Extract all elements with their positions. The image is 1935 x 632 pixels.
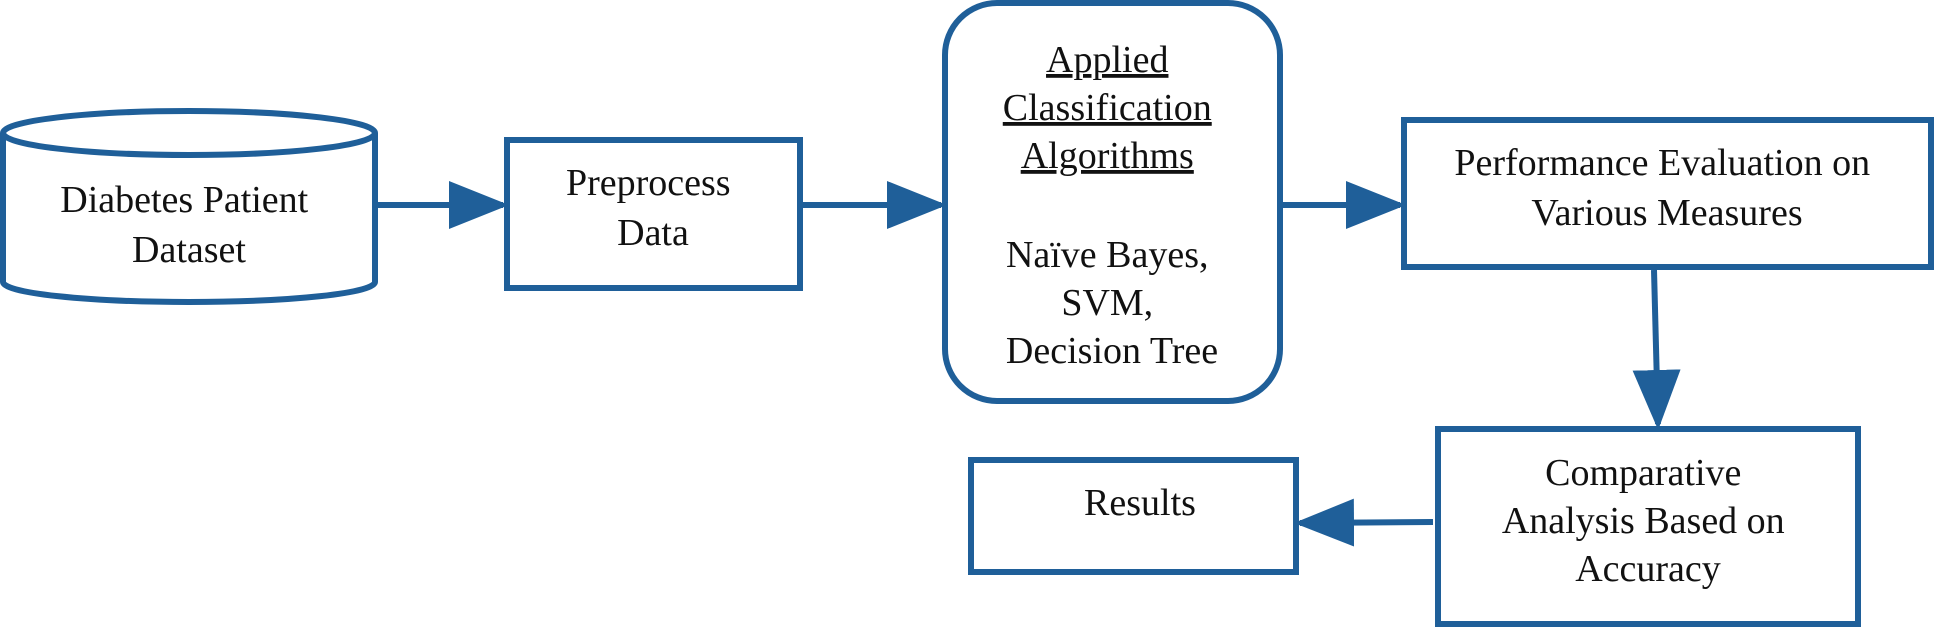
dataset-label-line1: Diabetes Patient	[60, 179, 308, 221]
results-box	[968, 457, 1299, 575]
comparative-label-line1: Comparative	[1545, 452, 1741, 494]
algorithms-title-line3: Algorithms	[1021, 135, 1194, 177]
svg-text:Diabetes Patient Dataset: Diabetes Patient Dataset	[60, 179, 317, 271]
dataset-cylinder-top	[0, 108, 378, 158]
comparative-label-line2: Analysis Based on	[1502, 500, 1785, 542]
svg-text:Applied Classification: Applied Classification Algorithms Naïve …	[1003, 39, 1221, 372]
evaluation-label-line2: Various Measures	[1531, 192, 1802, 234]
algorithms-title-line1: Applied	[1046, 39, 1168, 81]
comparative-box	[1435, 426, 1861, 627]
dataset-label-line2: Dataset	[132, 229, 246, 271]
evaluation-node: Performance Evaluation on Various Measur…	[1401, 117, 1934, 270]
connectors	[378, 181, 1681, 547]
arrow-comparative-to-results	[1294, 498, 1434, 547]
results-label: Results	[1084, 482, 1196, 524]
arrow-evaluation-to-comparative	[1632, 269, 1681, 430]
preprocess-label-line2: Data	[617, 212, 689, 254]
svg-text:Preprocess Data: Preprocess Data	[566, 162, 740, 254]
algorithm-item-decision-tree: Decision Tree	[1006, 330, 1218, 372]
svg-text:Results: Results	[1084, 482, 1196, 524]
comparative-label-line3: Accuracy	[1575, 548, 1721, 590]
evaluation-box	[1401, 117, 1934, 270]
evaluation-label-line1: Performance Evaluation on	[1454, 142, 1870, 184]
comparative-node: Comparative Analysis Based on Accuracy	[1435, 426, 1861, 627]
preprocess-node: Preprocess Data	[504, 137, 803, 291]
preprocess-box	[504, 137, 803, 291]
preprocess-label-line1: Preprocess	[566, 162, 731, 204]
algorithm-item-svm: SVM,	[1061, 282, 1153, 324]
results-node: Results	[968, 457, 1299, 575]
dataset-node: Diabetes Patient Dataset	[0, 108, 378, 305]
dataset-cylinder-body	[0, 133, 378, 305]
algorithm-item-naive-bayes: Naïve Bayes,	[1006, 234, 1209, 276]
algorithms-title-line2: Classification	[1003, 87, 1212, 129]
svg-text:Comparative Analysis Bas: Comparative Analysis Based on Accuracy	[1502, 452, 1794, 590]
svg-text:Performance Evaluation on: Performance Evaluation on Various Measur…	[1454, 142, 1879, 234]
algorithms-node: Applied Classification Algorithms Naïve …	[942, 0, 1283, 404]
